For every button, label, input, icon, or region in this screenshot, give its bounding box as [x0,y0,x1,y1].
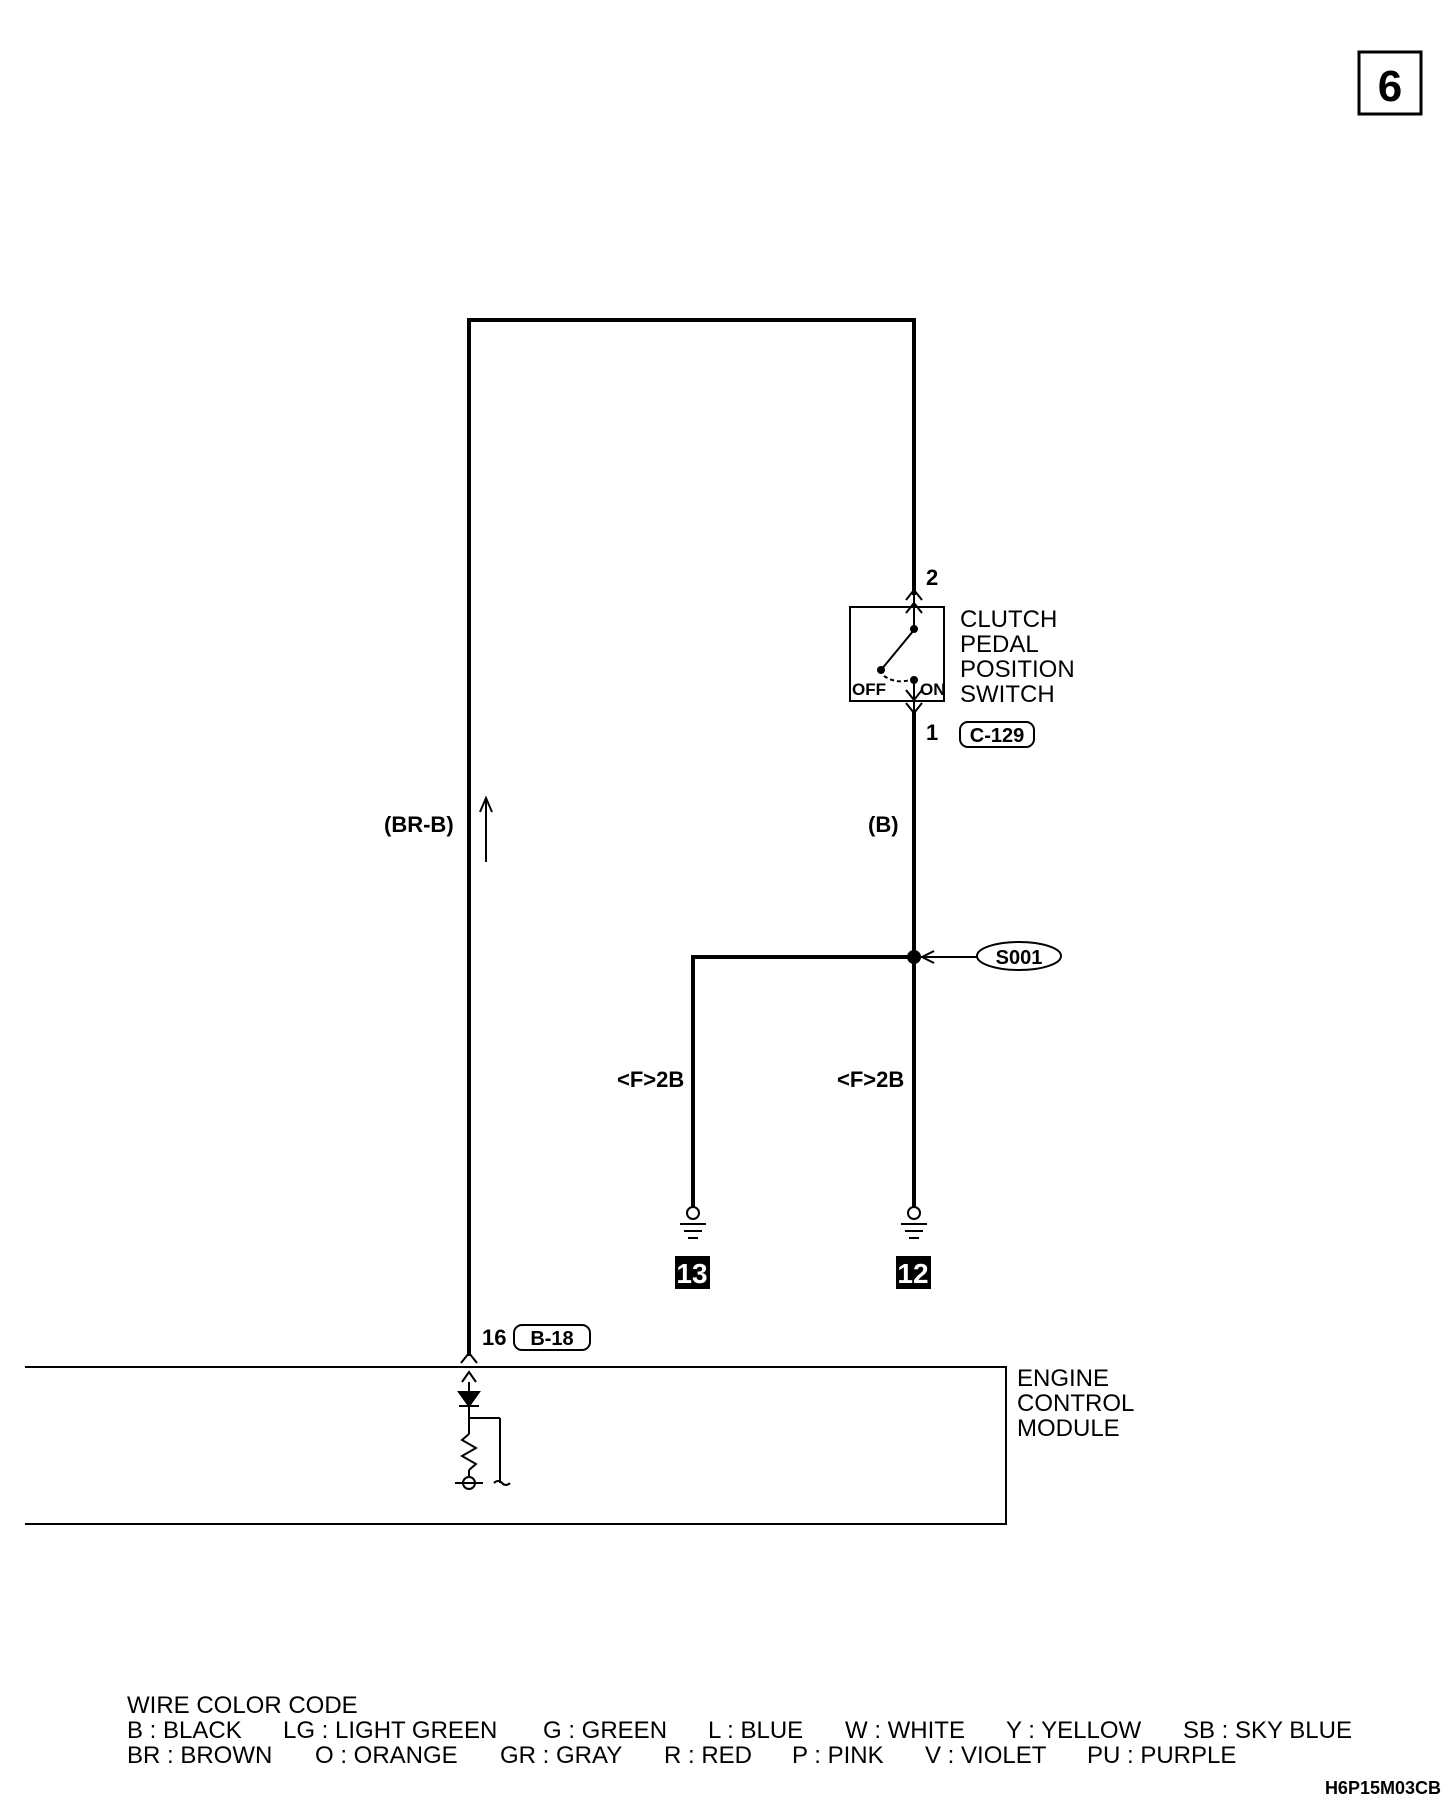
legend-title: WIRE COLOR CODE [127,1692,358,1719]
legend-item: BR : BROWN [127,1742,272,1769]
connector-badge-c129: C-129 [959,721,1035,748]
legend-item: P : PINK [792,1742,884,1769]
switch-box [849,606,945,702]
ecm-label-line-2: CONTROL [1017,1390,1134,1417]
page-number: 6 [1378,62,1402,111]
ground-wire-label-left: <F>2B [617,1067,684,1092]
legend-item: PU : PURPLE [1087,1742,1236,1769]
ground-icon-12 [901,1206,927,1239]
ecm-label-line-3: MODULE [1017,1415,1120,1442]
ecm-pin-number: 16 [482,1325,506,1350]
ground-badge-13: 13 [675,1256,710,1289]
wire-loop [467,318,916,1356]
switch-label-line-2: PEDAL [960,631,1039,658]
connector-badge-b18: B-18 [513,1324,591,1351]
direction-arrow-icon [479,795,493,862]
splice-s001: S001 [907,941,1062,971]
ecm-box [25,1351,1007,1525]
switch-off-label: OFF [852,680,886,699]
legend-item: G : GREEN [543,1717,667,1744]
switch-on-label: ON [920,680,946,699]
switch-blade-icon [880,629,915,671]
ground-number-13: 13 [676,1258,707,1289]
switch-pin-bottom: 1 [926,720,938,745]
ground-number-12: 12 [897,1258,928,1289]
legend-item: R : RED [664,1742,752,1769]
document-code: H6P15M03CB [1325,1778,1441,1798]
ground-badge-12: 12 [896,1256,931,1289]
page-number-box: 6 [1357,50,1423,116]
ground-icon-13 [680,1206,706,1239]
connector-b18-label: B-18 [530,1328,573,1350]
legend-item: GR : GRAY [500,1742,622,1769]
legend-item: B : BLACK [127,1717,242,1744]
legend-item: L : BLUE [708,1717,803,1744]
ground-wire-label-right: <F>2B [837,1067,904,1092]
diode-icon [457,1391,481,1408]
legend-item: Y : YELLOW [1006,1717,1142,1744]
wire-color-legend: WIRE COLOR CODE B : BLACK LG : LIGHT GRE… [127,1692,1352,1769]
legend-item: LG : LIGHT GREEN [283,1717,497,1744]
wire-color-right: (B) [868,812,899,837]
connector-chevron-icon [905,588,923,601]
resistor-icon [459,1433,479,1471]
legend-item: O : ORANGE [315,1742,458,1769]
connector-c129-label: C-129 [970,725,1024,747]
ecm-input-circuit [455,1370,511,1490]
splice-dot-icon [907,950,921,964]
legend-item: V : VIOLET [925,1742,1047,1769]
ecm-label: ENGINE CONTROL MODULE [1017,1365,1134,1442]
switch-label-line-4: SWITCH [960,681,1055,708]
wire-color-left: (BR-B) [384,812,454,837]
ecm-label-line-1: ENGINE [1017,1365,1109,1392]
clutch-switch: OFF ON [849,588,946,715]
switch-label-line-1: CLUTCH [960,606,1057,633]
switch-label-line-3: POSITION [960,656,1075,683]
switch-label: CLUTCH PEDAL POSITION SWITCH [960,606,1075,708]
legend-item: SB : SKY BLUE [1183,1717,1352,1744]
switch-pin-top: 2 [926,565,938,590]
legend-item: W : WHITE [845,1717,965,1744]
splice-label: S001 [996,947,1043,969]
connector-chevron-icon [461,1370,477,1383]
